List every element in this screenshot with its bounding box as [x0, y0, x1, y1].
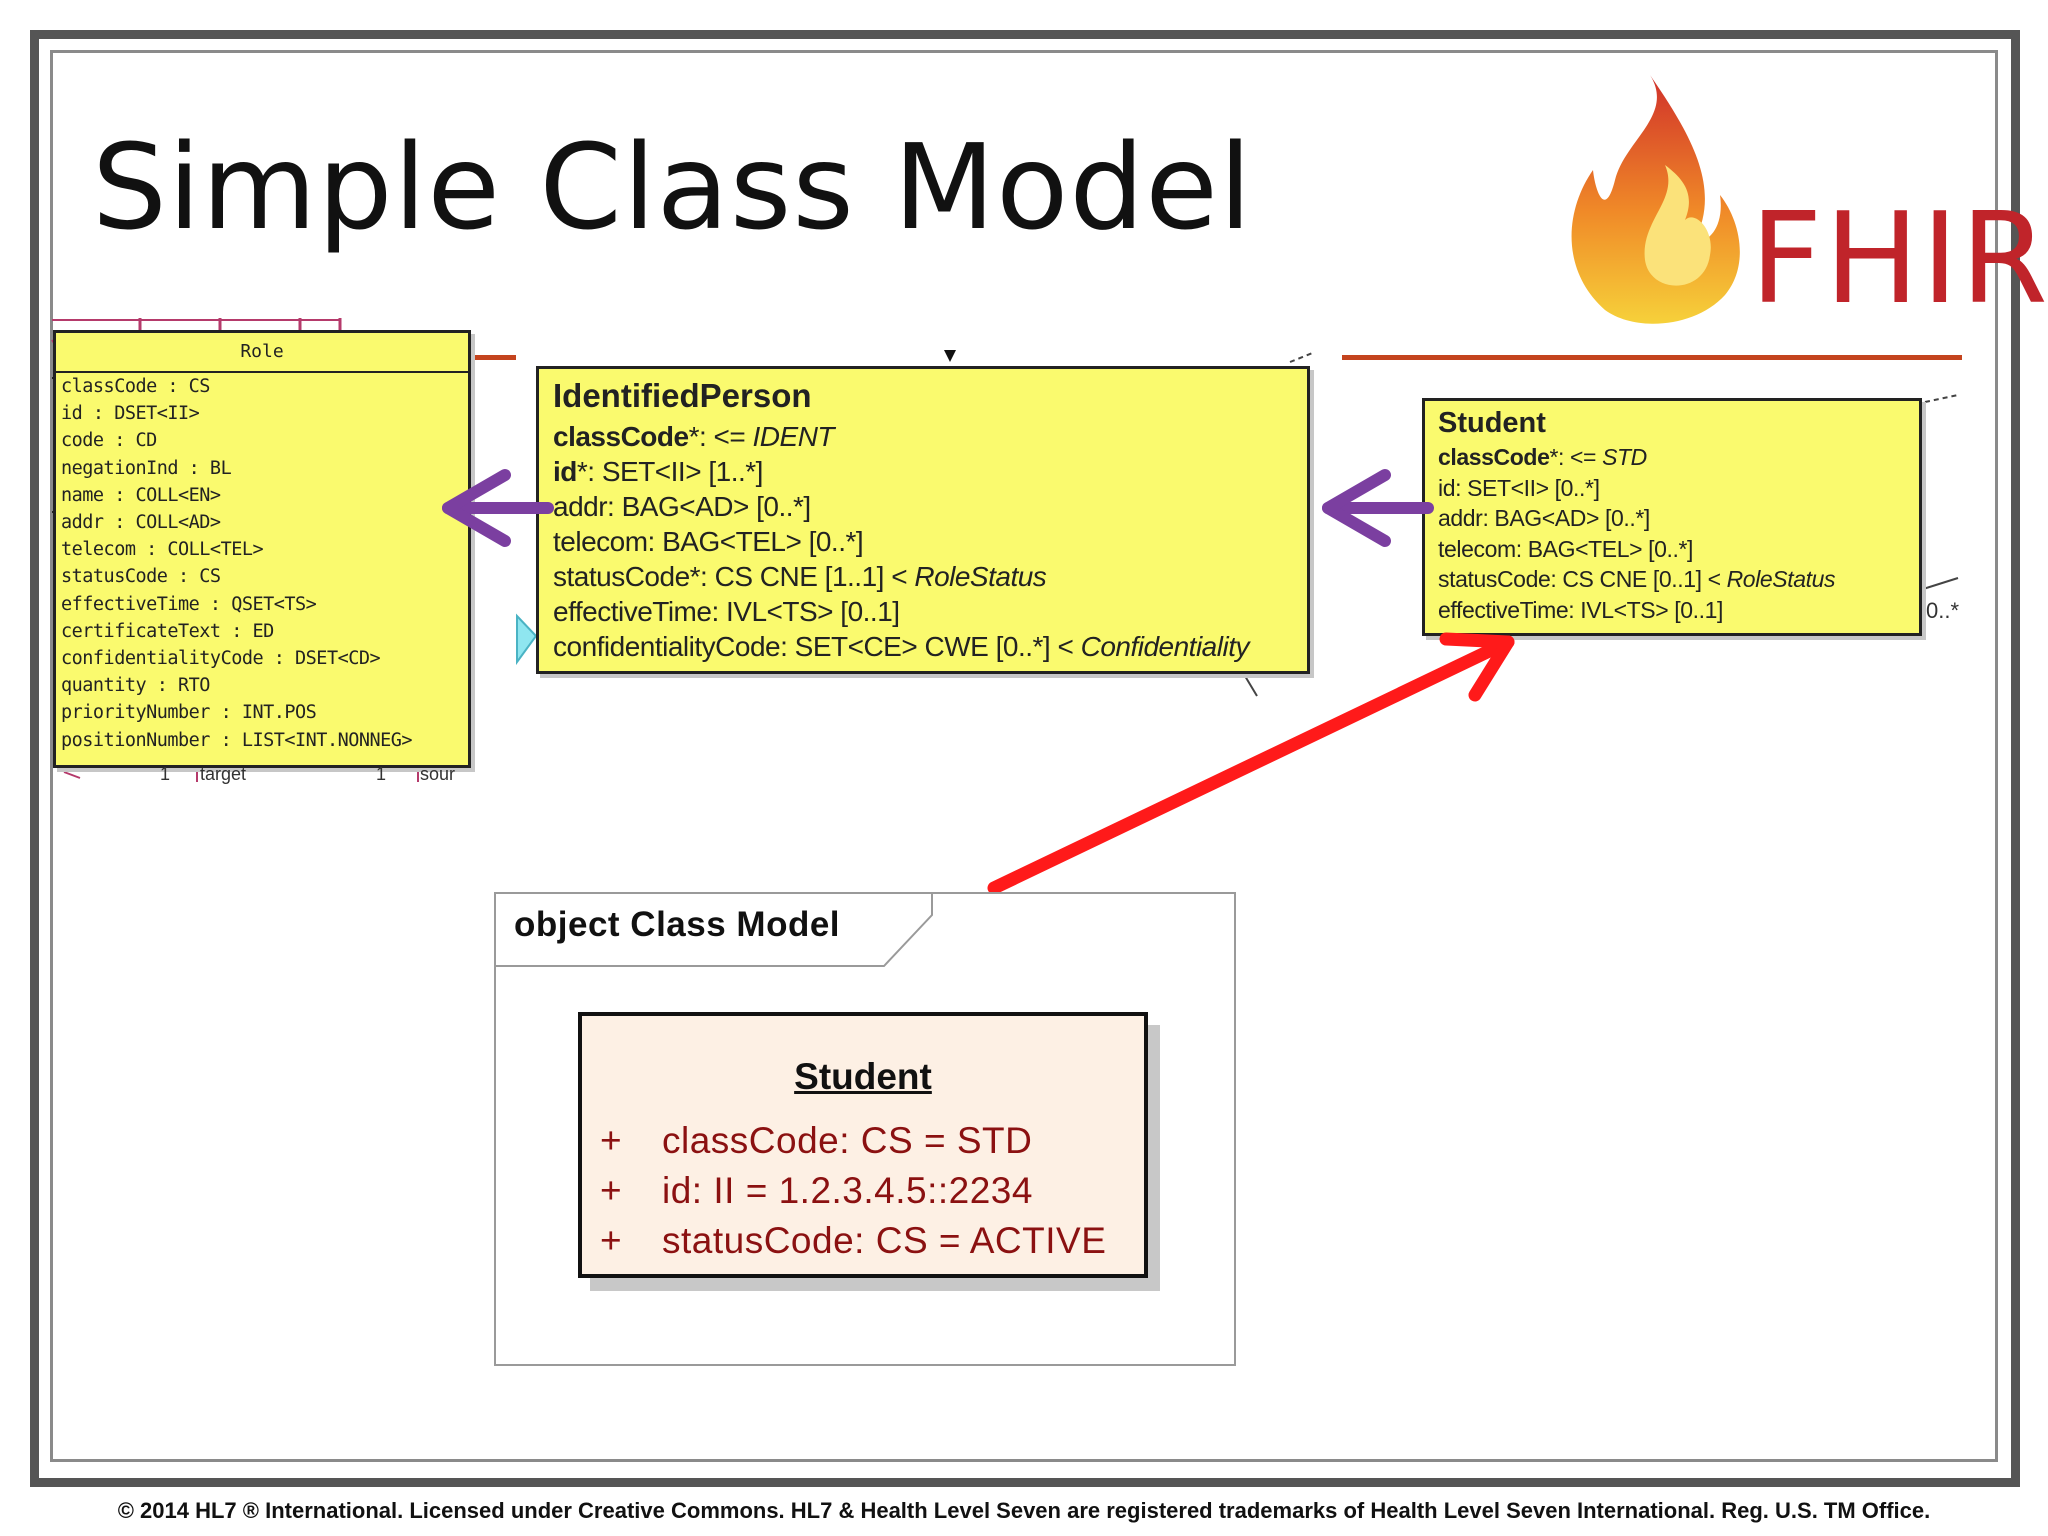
object-attribute: +statusCode: CS = ACTIVE	[600, 1220, 1107, 1261]
student-multiplicity: 0..*	[1926, 598, 1960, 623]
object-attribute: +id: II = 1.2.3.4.5::2234	[600, 1170, 1033, 1211]
identified-person-attribute: addr: BAG<AD> [0..*]	[553, 491, 811, 522]
role-attribute: name : COLL<EN>	[61, 484, 221, 506]
role-class-name: Role	[56, 333, 468, 373]
role-attribute: certificateText : ED	[61, 620, 274, 642]
student-class-box[interactable]: Student classCode*: <= STD id: SET<II> […	[1422, 398, 1922, 636]
title-rule-right	[1342, 355, 1962, 360]
student-attribute: classCode*: <= STD	[1438, 444, 1647, 470]
identified-person-class-box[interactable]: IdentifiedPerson classCode*: <= IDENT id…	[536, 366, 1310, 674]
fhir-logo-text: FHIR	[1750, 185, 2048, 332]
role-attribute: statusCode : CS	[61, 566, 221, 588]
role-attribute: classCode : CS	[61, 376, 210, 397]
identified-person-class-name: IdentifiedPerson	[553, 377, 812, 414]
role-attribute: positionNumber : LIST<INT.NONNEG>	[61, 729, 413, 751]
object-attribute: +classCode: CS = STD	[600, 1120, 1033, 1161]
copyright-footer: © 2014 HL7 ® International. Licensed und…	[117, 1498, 1931, 1523]
slide-title: Simple Class Model	[92, 118, 1253, 256]
role-attribute: effectiveTime : QSET<TS>	[61, 593, 317, 615]
role-attribute: addr : COLL<AD>	[61, 512, 221, 534]
identified-person-attribute: effectiveTime: IVL<TS> [0..1]	[553, 596, 900, 627]
identified-person-attribute: telecom: BAG<TEL> [0..*]	[553, 526, 864, 557]
title-rule-left	[474, 355, 516, 360]
role-end-target: target	[200, 764, 247, 784]
role-attribute: confidentialityCode : DSET<CD>	[61, 648, 381, 670]
student-class-name: Student	[1438, 407, 1546, 439]
role-attribute: quantity : RTO	[61, 675, 210, 697]
role-attribute-list: classCode : CS id : DSET<II> code : CD n…	[56, 373, 468, 754]
role-attribute: priorityNumber : INT.POS	[61, 702, 317, 724]
object-diagram-frame-label: object Class Model	[514, 905, 841, 944]
slide-inner-frame	[50, 50, 1998, 1462]
role-attribute: id : DSET<II>	[61, 403, 200, 425]
student-attribute: statusCode: CS CNE [0..1] < RoleStatus	[1438, 566, 1836, 592]
identified-person-attribute: confidentialityCode: SET<CE> CWE [0..*] …	[553, 631, 1249, 662]
role-attribute: code : CD	[61, 430, 157, 452]
identified-person-attribute: id*: SET<II> [1..*]	[553, 456, 763, 487]
identified-person-attribute: classCode*: <= IDENT	[553, 421, 835, 452]
role-multiplicity-target: 1	[160, 764, 171, 784]
role-multiplicity-source: 1	[376, 764, 387, 784]
role-attribute: telecom : COLL<TEL>	[61, 539, 264, 561]
student-attribute: effectiveTime: IVL<TS> [0..1]	[1438, 596, 1723, 623]
role-attribute: negationInd : BL	[61, 457, 232, 479]
student-object-box[interactable]: Student +classCode: CS = STD +id: II = 1…	[578, 1012, 1148, 1278]
student-attribute: addr: BAG<AD> [0..*]	[1438, 505, 1650, 531]
student-attribute: id: SET<II> [0..*]	[1438, 474, 1600, 501]
identified-person-attribute: statusCode*: CS CNE [1..1] < RoleStatus	[553, 561, 1047, 592]
role-class-box[interactable]: Role classCode : CS id : DSET<II> code :…	[53, 330, 471, 768]
student-attribute: telecom: BAG<TEL> [0..*]	[1438, 535, 1694, 562]
student-object-name: Student	[794, 1056, 932, 1097]
role-end-source: sour	[420, 764, 456, 784]
fhir-flame-logo	[1571, 75, 1740, 324]
